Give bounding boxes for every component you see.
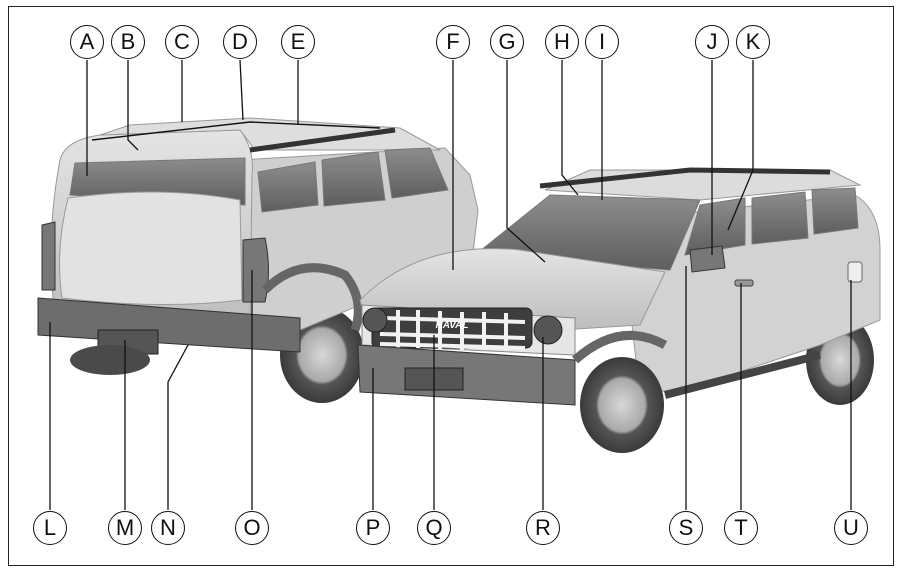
callout-b: B	[111, 25, 145, 59]
grille-badge: HAVAL	[436, 320, 469, 331]
callout-a: A	[70, 25, 104, 59]
callout-n: N	[151, 511, 185, 545]
callout-o: O	[235, 511, 269, 545]
callout-q: Q	[417, 511, 451, 545]
callout-e: E	[281, 25, 315, 59]
callout-u: U	[834, 511, 868, 545]
callout-k: K	[736, 25, 770, 59]
front-car-front-wheel	[580, 357, 664, 453]
callout-r: R	[526, 511, 560, 545]
callout-t: T	[724, 511, 758, 545]
callout-j: J	[695, 25, 729, 59]
callout-f: F	[436, 25, 470, 59]
callout-h: H	[545, 25, 579, 59]
callout-i: I	[585, 25, 619, 59]
callout-s: S	[669, 511, 703, 545]
callout-p: P	[356, 511, 390, 545]
right-headlight	[534, 316, 562, 344]
front-grille: HAVAL	[372, 308, 532, 351]
side-mirror	[690, 246, 725, 272]
callout-g: G	[490, 25, 524, 59]
spare-wheel-cover	[60, 192, 242, 305]
left-headlight	[363, 308, 387, 332]
rear-taillight-graphic	[243, 238, 269, 302]
callout-m: M	[108, 511, 142, 545]
callout-c: C	[165, 25, 199, 59]
callout-l: L	[33, 511, 67, 545]
callout-d: D	[223, 25, 257, 59]
